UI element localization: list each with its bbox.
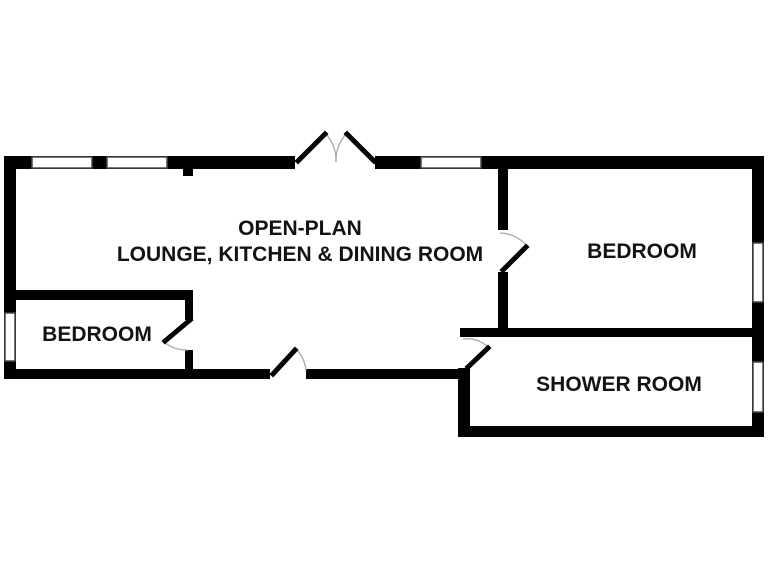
wall-leftbedroom-top: [4, 290, 193, 300]
window-top-1: [31, 156, 93, 169]
french-door-left-leaf: [294, 130, 329, 165]
wall-bedroom-shower-divider: [460, 328, 764, 337]
french-door-left-swing-arc: [324, 132, 337, 163]
wall-bottom-mid: [306, 369, 470, 379]
wall-shower-bottom: [458, 426, 764, 437]
room-label-bedroom-left: BEDROOM: [42, 323, 152, 346]
window-top-3: [420, 156, 482, 169]
bedroom-left-door-leaf: [161, 316, 194, 345]
wall-bottom-left: [4, 369, 270, 379]
room-label-open-plan-line2: LOUNGE, KITCHEN & DINING ROOM: [117, 243, 483, 266]
shower-door-leaf: [464, 344, 492, 371]
window-left-bedroom: [4, 312, 16, 362]
wall-stub-top: [183, 168, 193, 176]
french-door-right-leaf: [343, 130, 378, 165]
bedroom-right-door-swing-arc: [499, 232, 528, 247]
room-label-shower-room: SHOWER ROOM: [536, 373, 702, 396]
room-label-open-plan-line1: OPEN-PLAN: [238, 217, 362, 240]
wall-openplan-bedroom-upper: [498, 168, 508, 230]
windows: [4, 156, 764, 413]
wall-leftbedroom-right-lower: [185, 350, 193, 379]
window-right-shower: [752, 361, 764, 413]
wall-openplan-bedroom-lower: [498, 272, 508, 329]
window-top-2: [106, 156, 168, 169]
wall-leftbedroom-right-upper: [185, 290, 193, 320]
shower-door-swing-arc: [462, 338, 490, 349]
french-door-right-swing-arc: [335, 132, 348, 163]
room-labels: OPEN-PLAN LOUNGE, KITCHEN & DINING ROOM …: [42, 217, 702, 396]
door-leaves: [161, 130, 530, 378]
entrance-door-leaf: [269, 346, 299, 378]
entrance-door-swing-arc: [295, 348, 307, 372]
bedroom-right-door-leaf: [499, 243, 530, 274]
window-right-bedroom: [752, 242, 764, 303]
room-label-bedroom-right: BEDROOM: [587, 240, 697, 263]
wall-shower-left: [458, 368, 470, 437]
bedroom-left-door-swing-arc: [163, 341, 189, 351]
